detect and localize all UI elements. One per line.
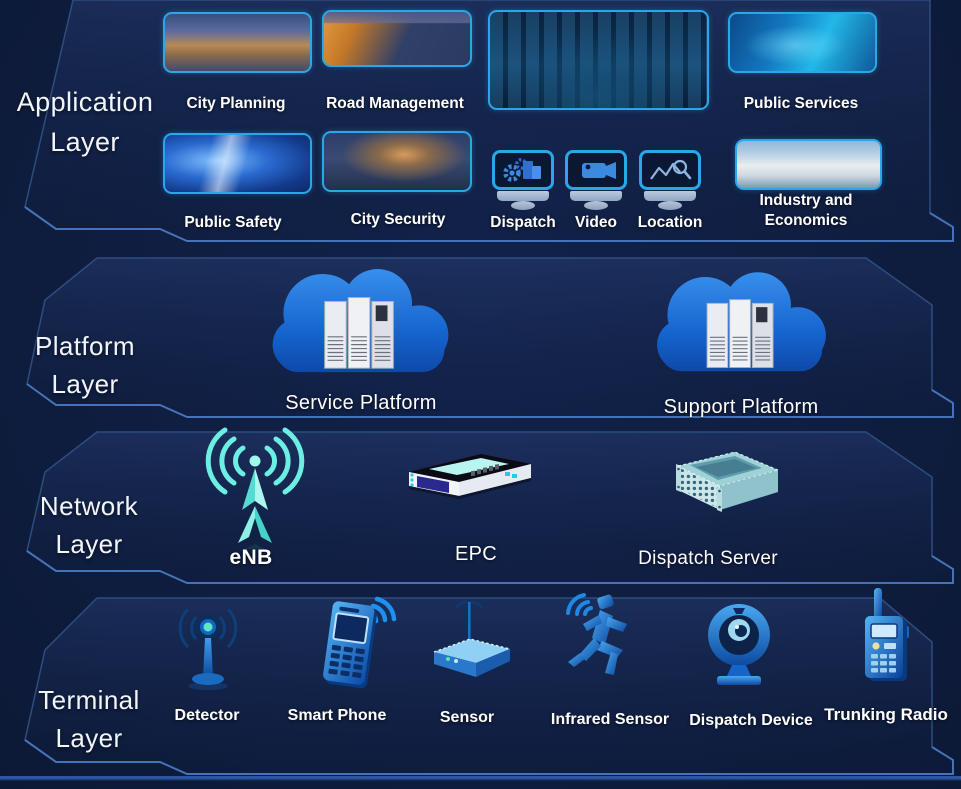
walkie-talkie-icon bbox=[865, 588, 909, 681]
dispatch-label: Dispatch bbox=[490, 214, 556, 231]
epc-label: EPC bbox=[454, 543, 498, 565]
smart-phone-label: Smart Phone bbox=[287, 707, 387, 724]
city-planning-label: City Planning bbox=[186, 95, 286, 112]
city-planning-photo bbox=[163, 12, 312, 73]
dispatch-monitor bbox=[492, 150, 554, 210]
monitor-foot bbox=[511, 201, 535, 210]
application-layer-title: Application Layer bbox=[0, 82, 170, 162]
terminal-title-line2: Layer bbox=[55, 723, 123, 753]
dispatch-server-label: Dispatch Server bbox=[638, 548, 778, 569]
detector-label: Detector bbox=[174, 707, 240, 724]
industry-economics-photo bbox=[735, 139, 882, 190]
terminal-layer-title: Terminal Layer bbox=[4, 681, 174, 757]
trunking-radio-label: Trunking Radio bbox=[824, 705, 948, 724]
terminal-title-line1: Terminal bbox=[38, 685, 140, 715]
dispatch-device-label: Dispatch Device bbox=[689, 712, 813, 729]
wireless-router-icon bbox=[433, 600, 511, 677]
platform-title-line2: Layer bbox=[51, 369, 119, 399]
monitor-stand bbox=[644, 191, 696, 201]
webcam-icon bbox=[708, 604, 770, 685]
monitor-stand bbox=[570, 191, 622, 201]
monitor-stand bbox=[497, 191, 549, 201]
platform-layer-title: Platform Layer bbox=[0, 327, 170, 403]
control-room-photo bbox=[488, 10, 709, 110]
monitor-foot bbox=[658, 201, 682, 210]
enb-label: eNB bbox=[229, 546, 273, 569]
platform-title-line1: Platform bbox=[34, 331, 135, 361]
service-platform-label: Service Platform bbox=[285, 392, 437, 414]
motion-person-icon bbox=[566, 593, 627, 675]
public-safety-label: Public Safety bbox=[184, 214, 282, 231]
service-platform-cloud-icon bbox=[272, 269, 449, 373]
application-title-line1: Application bbox=[16, 87, 154, 117]
video-camera-icon bbox=[582, 162, 616, 179]
video-monitor bbox=[565, 150, 627, 210]
city-security-label: City Security bbox=[350, 211, 446, 228]
industry-economics-label-line2: Economics bbox=[764, 212, 848, 229]
road-management-photo bbox=[322, 10, 472, 67]
public-safety-photo bbox=[163, 133, 312, 194]
signal-detector-icon bbox=[178, 607, 238, 690]
infrared-sensor-label: Infrared Sensor bbox=[550, 711, 670, 728]
dispatch-screen bbox=[492, 150, 554, 190]
support-platform-label: Support Platform bbox=[663, 396, 819, 418]
gears-building-icon bbox=[503, 158, 541, 182]
sensor-label: Sensor bbox=[439, 709, 495, 726]
rack-device-icon bbox=[409, 454, 531, 499]
location-label: Location bbox=[637, 214, 703, 231]
support-platform-cloud-icon bbox=[657, 272, 826, 372]
location-monitor bbox=[639, 150, 701, 210]
network-title-line2: Layer bbox=[55, 529, 123, 559]
network-layer-title: Network Layer bbox=[4, 487, 174, 563]
public-services-label: Public Services bbox=[743, 95, 859, 112]
video-label: Video bbox=[575, 214, 617, 231]
monitor-foot bbox=[584, 201, 608, 210]
application-title-line2: Layer bbox=[50, 127, 120, 157]
video-screen bbox=[565, 150, 627, 190]
location-screen bbox=[639, 150, 701, 190]
road-management-label: Road Management bbox=[326, 95, 464, 112]
server-chassis-icon bbox=[676, 451, 779, 512]
mobile-phone-icon bbox=[323, 596, 397, 689]
antenna-tower-icon bbox=[205, 427, 305, 549]
map-search-icon bbox=[650, 159, 692, 180]
industry-economics-label-line1: Industry and bbox=[759, 192, 853, 209]
public-services-photo bbox=[728, 12, 877, 73]
network-title-line1: Network bbox=[39, 491, 139, 521]
city-security-photo bbox=[322, 131, 472, 192]
